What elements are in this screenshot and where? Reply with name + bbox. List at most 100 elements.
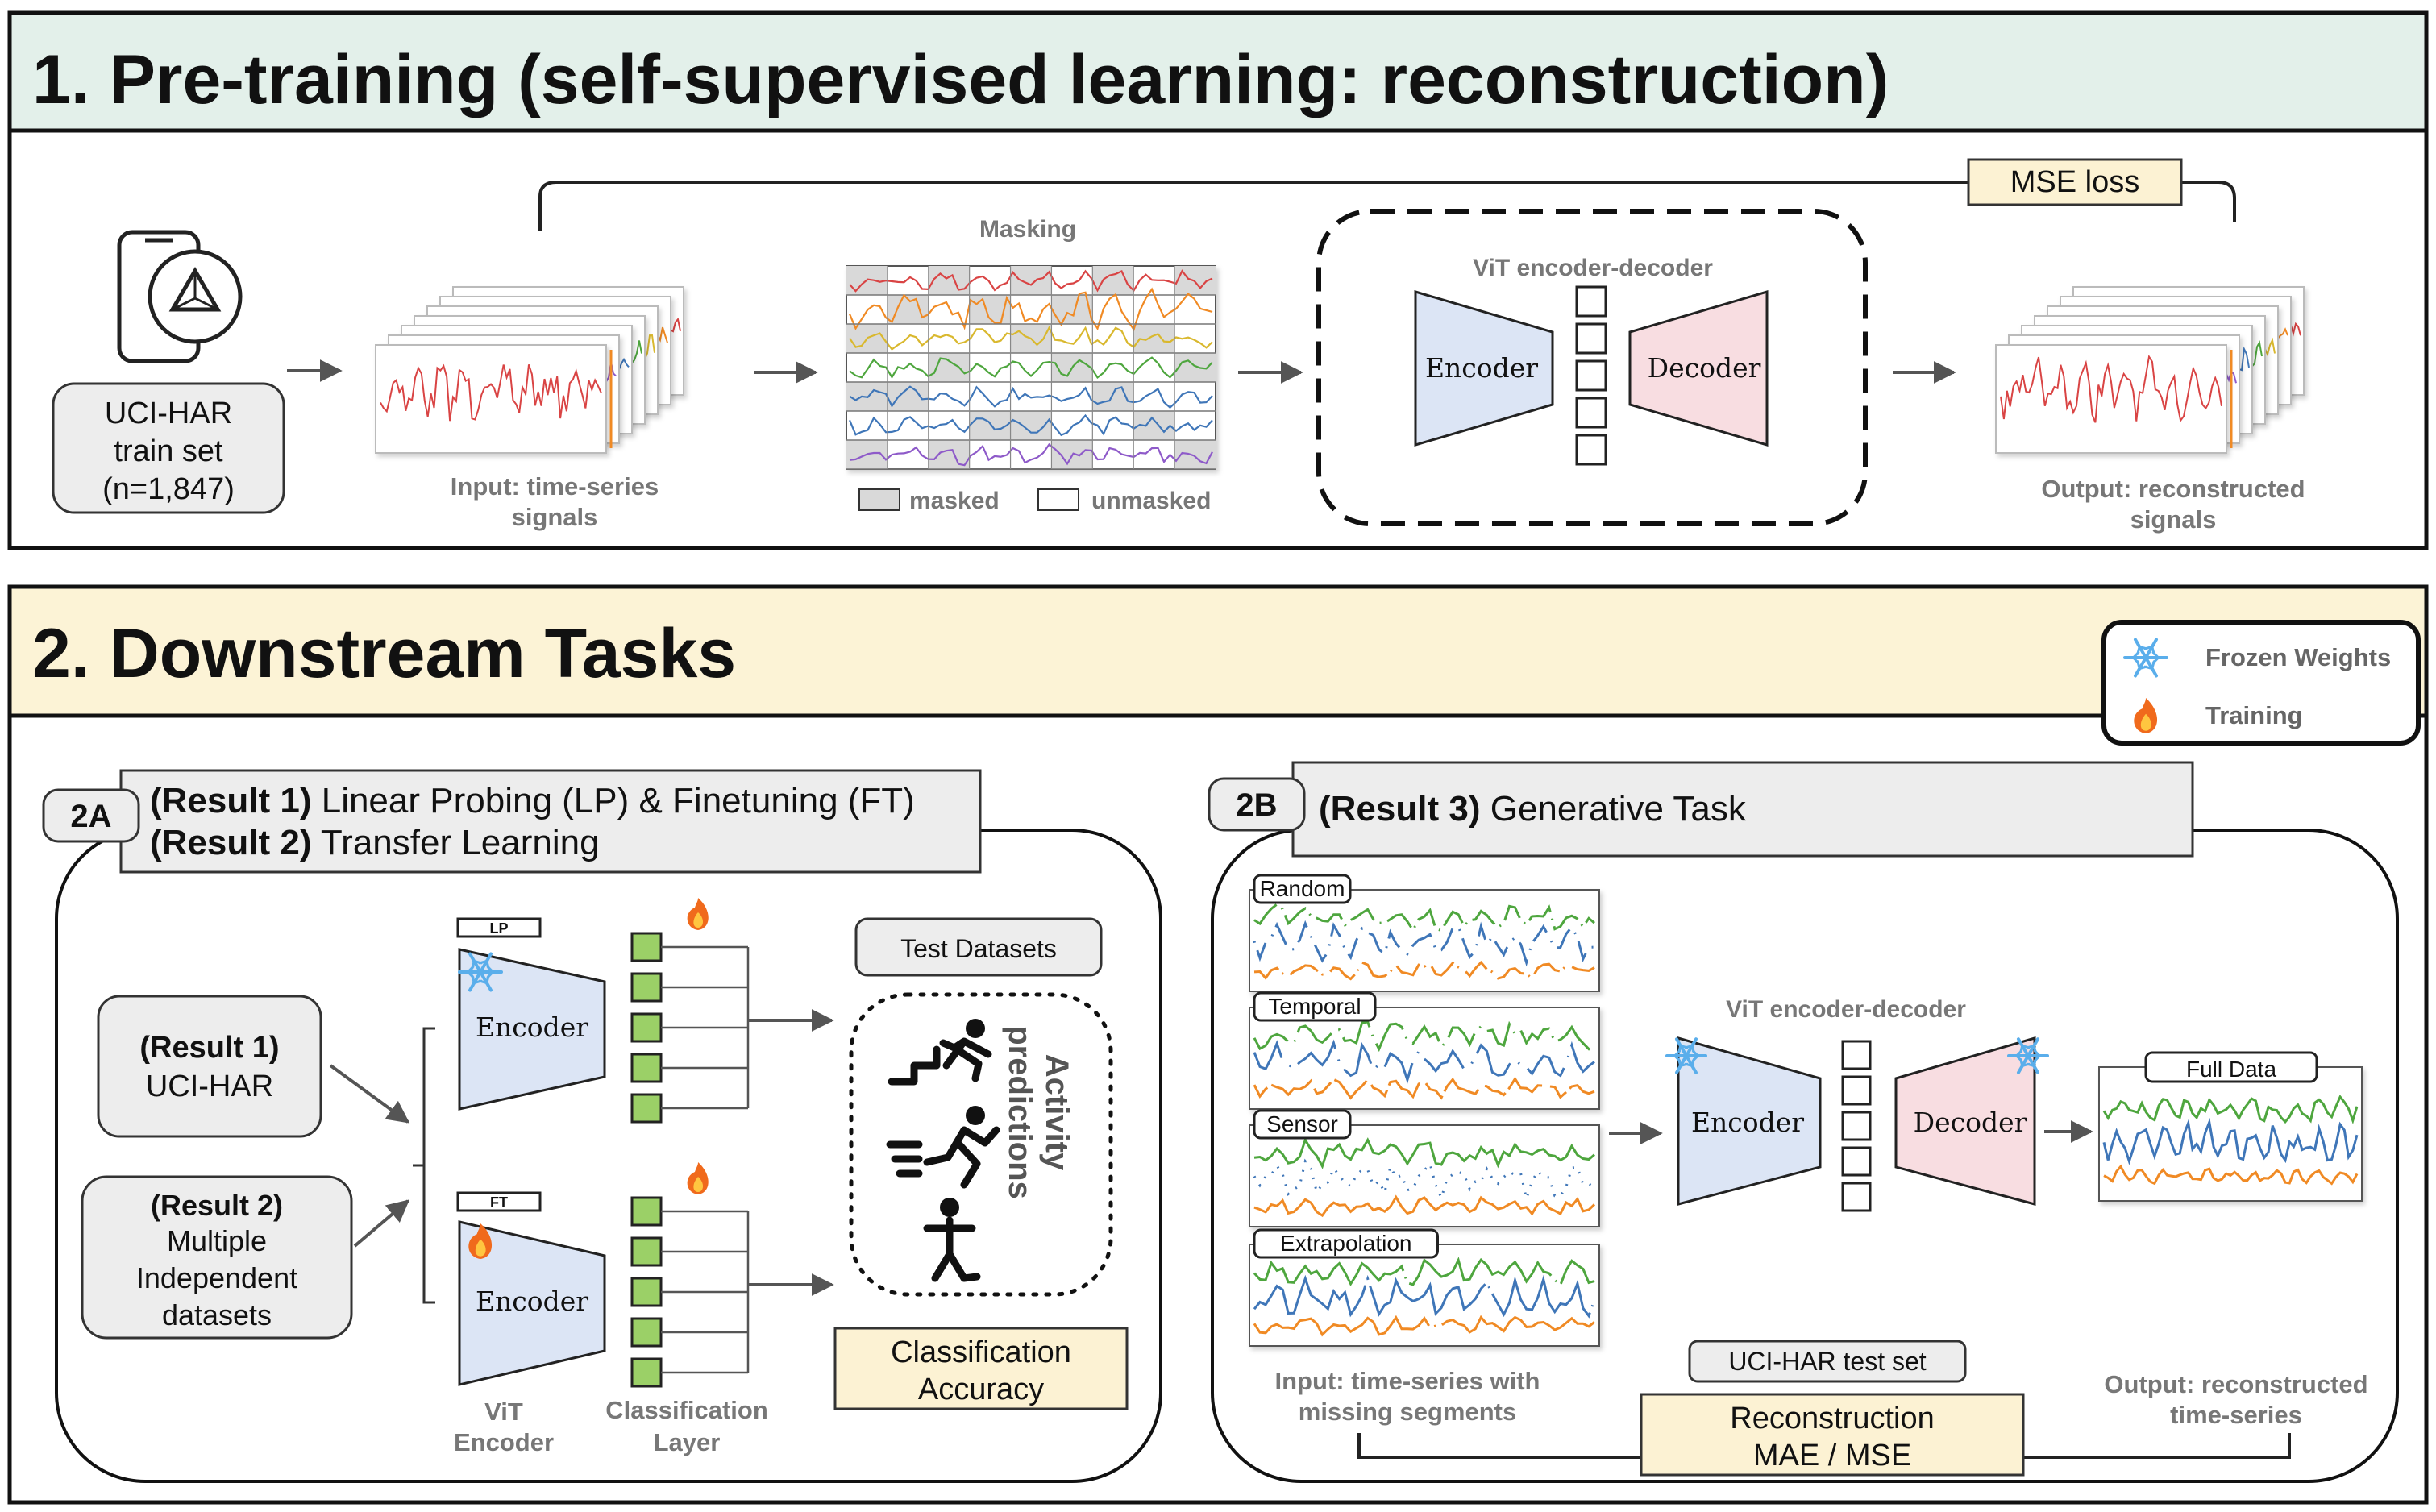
legend-unmasked-swatch xyxy=(1037,488,1079,511)
running-icon xyxy=(886,1126,1000,1189)
full-data-panel xyxy=(2098,1066,2363,1202)
masked-cell xyxy=(928,353,970,382)
mask-type-label: Random xyxy=(1260,876,1345,901)
result1-box xyxy=(97,995,322,1138)
standing-icon xyxy=(923,1216,981,1282)
result2-label-2: Multiple xyxy=(167,1224,267,1257)
generative-trace xyxy=(1253,1158,1595,1203)
generative-trace xyxy=(1253,903,1595,933)
lp-tag-box xyxy=(456,917,542,938)
classifier-unit xyxy=(630,1012,663,1043)
output-caption-1: Output: reconstructed xyxy=(2041,475,2305,503)
mse-loss-label: MSE loss xyxy=(2010,165,2139,199)
generative-trace xyxy=(1253,1315,1595,1337)
section2-header-bg xyxy=(7,584,2429,718)
test-set-label: UCI-HAR test set xyxy=(1728,1347,1926,1376)
ft-encoder-flame-icon xyxy=(468,1223,493,1259)
masked-cell xyxy=(1092,382,1134,411)
legend-training-label: Training xyxy=(2205,701,2303,729)
gen-decoder-label: Decoder xyxy=(1914,1107,2027,1138)
masked-cell xyxy=(1010,266,1052,295)
section-pretraining: 1. Pre-training (self-supervised learnin… xyxy=(7,10,2429,550)
encoder-trapezoid xyxy=(1414,289,1554,447)
legend-frozen-label: Frozen Weights xyxy=(2205,643,2391,671)
input-brace xyxy=(413,1027,435,1304)
input-caption-1: Input: time-series xyxy=(451,472,659,501)
masked-signal xyxy=(848,287,1213,332)
accuracy-label-1: Classification xyxy=(891,1335,1071,1369)
dataset-label-1: UCI-HAR xyxy=(105,397,232,430)
classifier-unit xyxy=(630,932,663,962)
classifier-unit xyxy=(630,1357,663,1388)
masked-signal xyxy=(848,413,1213,437)
gen-vit-title: ViT encoder-decoder xyxy=(1726,996,1966,1023)
ft-tag-box xyxy=(456,1191,542,1212)
dataset-box xyxy=(52,382,285,514)
dataset-label-3: (n=1,847) xyxy=(102,472,235,506)
input-caption-2: signals xyxy=(512,503,598,531)
test-set-box xyxy=(1688,1340,1967,1383)
panel-2b-header-text: (Result 3) Generative Task xyxy=(1319,789,1747,829)
arrow-result1 xyxy=(329,1064,410,1124)
legend-box xyxy=(2101,620,2421,746)
full-data-tag xyxy=(2144,1051,2318,1083)
ft-classification-layer xyxy=(630,1196,750,1388)
result1-label-1: (Result 1) xyxy=(139,1031,279,1065)
result2-box xyxy=(81,1175,353,1340)
recon-label-2: MAE / MSE xyxy=(1753,1439,1911,1473)
masked-cell xyxy=(928,266,970,295)
result1-label-2: UCI-HAR xyxy=(146,1070,273,1103)
generative-trace xyxy=(2102,1117,2359,1165)
mask-type-label: Extrapolation xyxy=(1280,1231,1411,1256)
generative-trace xyxy=(2102,1095,2359,1124)
generative-trace xyxy=(2103,1164,2359,1186)
ft-tag: FT xyxy=(490,1194,508,1211)
flame-icon xyxy=(2134,698,2158,733)
generative-trace xyxy=(1253,1257,1595,1287)
decoder-trapezoid xyxy=(1628,289,1769,447)
output-caption-2: signals xyxy=(2130,505,2217,534)
lp-snowflake-icon xyxy=(458,952,503,992)
gen-decoder-snowflake-icon xyxy=(2007,1037,2049,1074)
classifier-unit xyxy=(630,972,663,1003)
signal-card xyxy=(1995,344,2227,454)
masked-signal xyxy=(849,269,1213,293)
activity-icons xyxy=(886,1019,1000,1282)
gen-latent-column xyxy=(1841,1040,1872,1212)
panel-2a-tag-box xyxy=(42,788,140,843)
result2-label-1: (Result 2) xyxy=(151,1189,283,1222)
classifier-unit xyxy=(630,1236,663,1267)
decoder-label: Decoder xyxy=(1648,352,1761,384)
mask-type-tag xyxy=(1253,991,1377,1022)
lp-flame-icon xyxy=(687,898,709,930)
predictions-dotted-box xyxy=(849,992,1113,1297)
section1-title: 1. Pre-training (self-supervised learnin… xyxy=(32,41,1889,118)
result2-label-4: datasets xyxy=(162,1298,272,1331)
mask-type-tag xyxy=(1253,1228,1439,1259)
runner-head xyxy=(966,1019,985,1038)
arrow-result2 xyxy=(353,1199,410,1248)
generative-trace xyxy=(1253,1136,1595,1169)
generative-trace xyxy=(1253,1039,1595,1084)
classifier-unit xyxy=(630,1277,663,1307)
dataset-label-2: train set xyxy=(114,434,223,468)
mask-type-tag xyxy=(1253,874,1352,904)
masked-signal xyxy=(849,356,1213,380)
loss-bracket xyxy=(538,181,2236,231)
stairs-icon xyxy=(888,1045,941,1086)
panel-2b-tag-box xyxy=(1208,777,1306,832)
gen-input-caption-1: Input: time-series with xyxy=(1275,1367,1540,1395)
gen-output-caption-1: Output: reconstructed xyxy=(2104,1370,2367,1398)
masking-grid xyxy=(846,265,1216,470)
lp-tag: LP xyxy=(489,920,508,937)
classifier-unit xyxy=(630,1093,663,1124)
latent-column xyxy=(1575,285,1607,466)
gen-encoder-label: Encoder xyxy=(1691,1107,1804,1138)
masked-input-panel xyxy=(1249,1124,1600,1227)
panel-2a-header xyxy=(119,769,982,874)
recon-box xyxy=(1640,1393,2025,1477)
masked-signal xyxy=(849,326,1213,351)
accuracy-box xyxy=(833,1327,1129,1410)
gen-output-caption-2: time-series xyxy=(2170,1401,2302,1429)
